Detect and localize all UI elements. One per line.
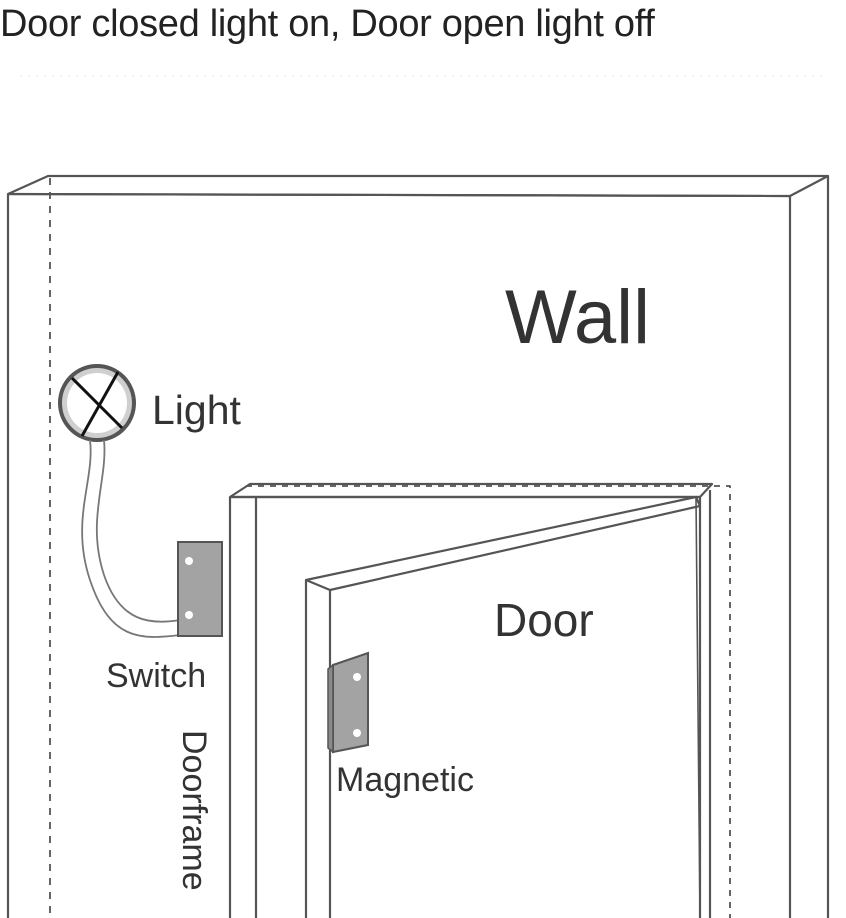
switch-label: Switch: [106, 657, 206, 695]
light-bulb-icon: [58, 364, 136, 442]
light-wiring: [81, 439, 181, 638]
doorframe-label: Doorframe: [175, 730, 213, 891]
wall-label: Wall: [505, 275, 650, 360]
light-label: Light: [152, 387, 242, 433]
magnetic-label: Magnetic: [336, 761, 474, 799]
wire-outer: [81, 439, 181, 638]
door-far-edge: [695, 496, 701, 918]
door-top-edge: [304, 495, 702, 592]
wall-top-edge: [6, 174, 830, 198]
wall-top-front: [7, 192, 791, 198]
wire-inner: [95, 439, 181, 623]
door-label: Door: [494, 594, 594, 646]
diagram-caption: Door closed light on, Door open light of…: [0, 3, 655, 45]
door: [304, 495, 702, 918]
wall: [6, 174, 830, 918]
doorframe: [228, 482, 731, 918]
magnet-icon: [327, 651, 369, 754]
doorframe-top: [228, 482, 714, 499]
doorframe-hidden-outline: [246, 485, 731, 918]
reed-switch-icon: [177, 541, 223, 637]
